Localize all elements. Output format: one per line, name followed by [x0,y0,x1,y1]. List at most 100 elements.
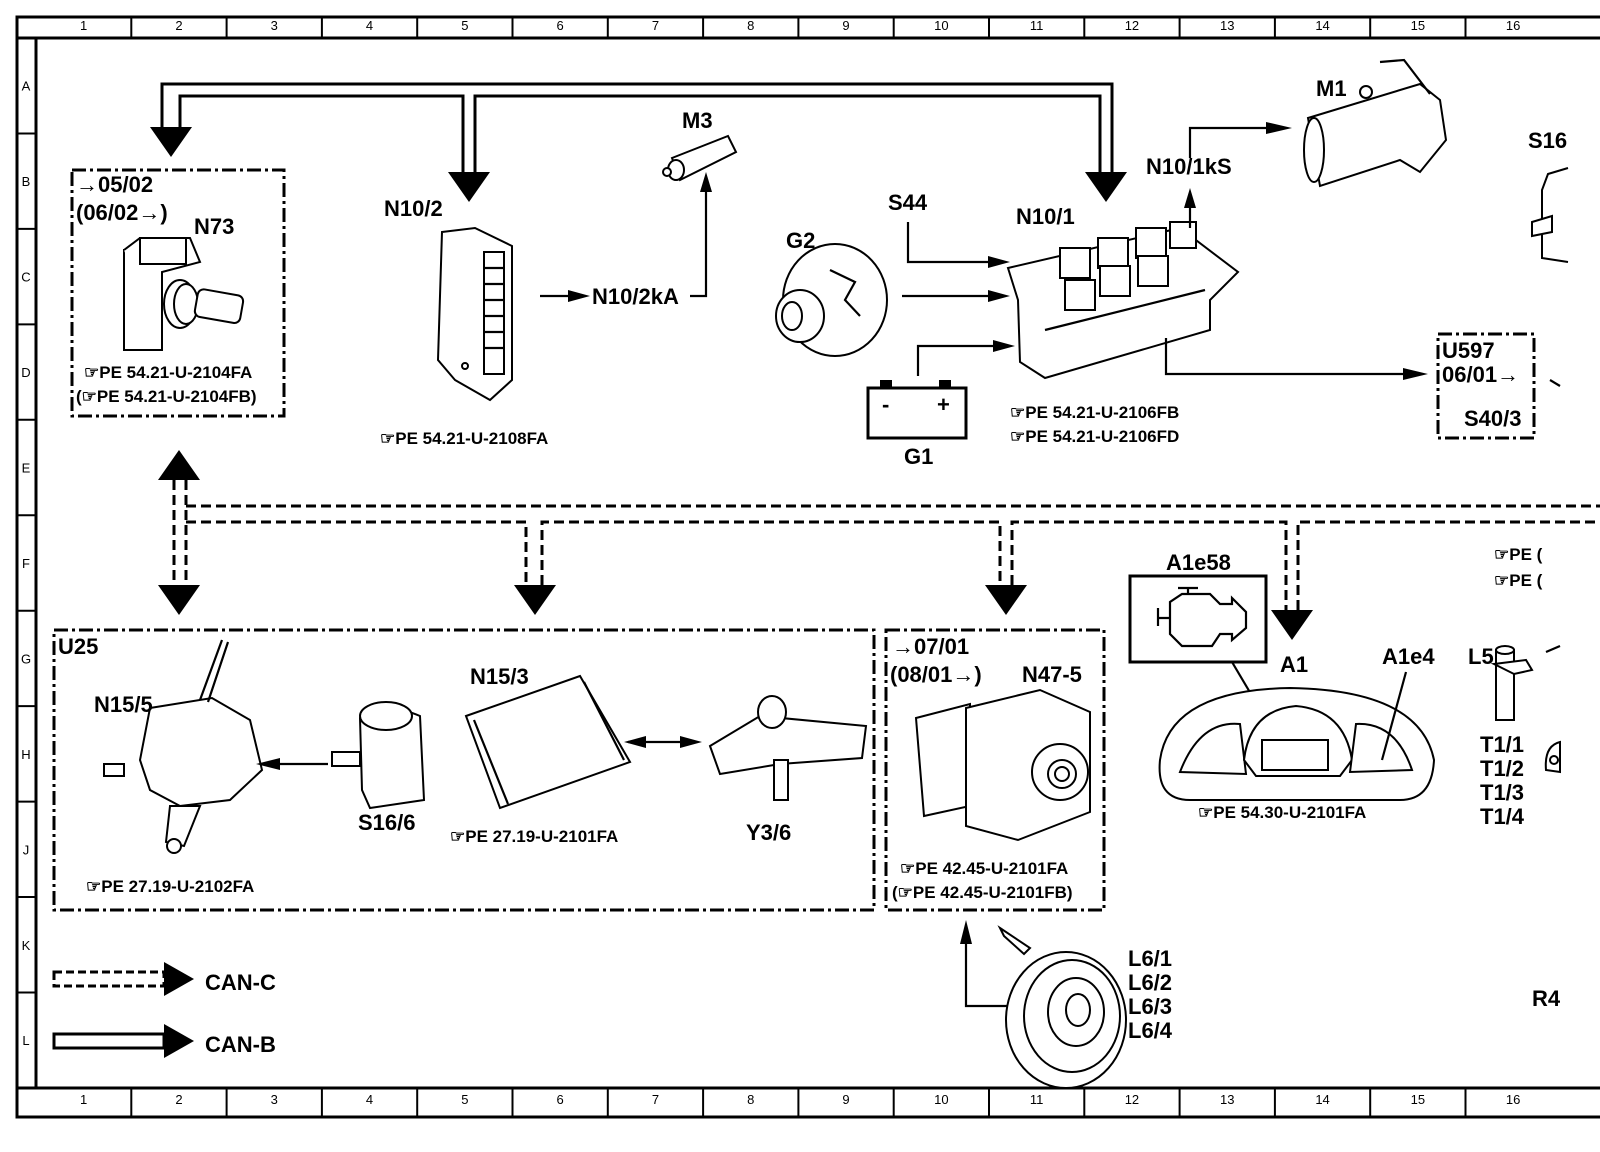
right-ref-2[interactable]: ☞PE ( [1494,571,1543,590]
column-label: 11 [1030,1092,1044,1107]
m3-label: M3 [682,108,713,133]
column-label: 3 [271,1092,278,1107]
n10-1-fuse-relay-box-icon [1006,221,1240,380]
arrow-down-n47-5-can [985,585,1027,615]
row-label: K [22,938,31,953]
n10-1ks-label: N10/1kS [1146,154,1232,179]
row-label: A [22,79,31,94]
s16-switch-icon [1531,167,1569,263]
column-label: 13 [1220,1092,1234,1107]
arrow-right-y3-6 [680,736,702,748]
g1-plus: + [937,392,950,417]
t1-2-label: T1/2 [1480,756,1524,781]
a1e4-label: A1e4 [1382,644,1435,669]
n73-date-from: →05/02 [76,172,153,197]
n15-3-control-unit-icon [464,674,632,810]
n15-5-selector-lever-icon [103,639,264,854]
column-label: 4 [366,1092,373,1107]
arrow-g1 [993,340,1015,352]
legend-can-b-arrow [164,1024,194,1058]
g1-wire [916,344,995,376]
n10-1-ref-2[interactable]: ☞PE 54.21-U-2106FD [1010,427,1179,446]
n10-1ks-to-m1-wire [1188,126,1268,158]
n10-2ka-label: N10/2kA [592,284,679,309]
column-label: 4 [366,18,373,33]
row-label: C [21,270,30,285]
n15-5-label: N15/5 [94,692,153,717]
s40-3-label: S40/3 [1464,406,1522,431]
s16-6-label: S16/6 [358,810,416,835]
t1-3-label: T1/3 [1480,780,1524,805]
column-label: 7 [652,18,659,33]
outer-frame [15,15,1600,1119]
column-label: 6 [557,18,564,33]
m1-starter-motor-icon [1303,58,1448,188]
s16-label: S16 [1528,128,1567,153]
row-label: G [21,651,31,666]
u25-code: U25 [58,634,98,659]
can-c-bus [158,450,1600,640]
legend [52,962,194,1058]
legend-can-b-line [52,1032,166,1050]
row-label: D [21,365,30,380]
n10-1-ref-1[interactable]: ☞PE 54.21-U-2106FB [1010,403,1179,422]
n47-5-ref-1[interactable]: ☞PE 42.45-U-2101FA [900,859,1068,878]
n15-5-ref[interactable]: ☞PE 27.19-U-2102FA [86,877,254,896]
y3-6-label: Y3/6 [746,820,791,845]
column-label: 13 [1220,18,1234,33]
arrow-up-n73-can [158,450,200,480]
column-label: 16 [1506,18,1520,33]
n47-5-variant-box [884,628,1106,912]
n10-2-label: N10/2 [384,196,443,221]
u597-leader-line [1549,379,1561,387]
y3-6-valve-body-icon [708,695,868,801]
n47-5-ref-2[interactable]: (☞PE 42.45-U-2101FB) [892,883,1073,902]
l6-2-label: L6/2 [1128,970,1172,995]
s16-6-switch-icon [331,701,426,810]
arrow-up-n47-5 [960,920,972,944]
column-label: 6 [557,1092,564,1107]
a1-ref[interactable]: ☞PE 54.30-U-2101FA [1198,803,1366,822]
n73-ref-2[interactable]: (☞PE 54.21-U-2104FB) [76,387,257,406]
n73-date-to: (06/02→) [76,200,168,225]
legend-can-b-label: CAN-B [205,1032,276,1057]
arrow-left-n15-3 [624,736,646,748]
u597-date: 06/01→ [1442,362,1519,387]
column-label: 1 [80,1092,87,1107]
legend-can-c-line [52,970,166,988]
column-label: 5 [461,18,468,33]
l6-4-label: L6/4 [1128,1018,1173,1043]
column-label: 12 [1125,18,1139,33]
n10-2-ref[interactable]: ☞PE 54.21-U-2108FA [380,429,548,448]
t1-4-label: T1/4 [1480,804,1525,829]
arrow-down-n73 [150,127,192,157]
n10-2-relay-module-icon [436,226,513,402]
l5-label: L5 [1468,644,1494,669]
arrow-down-n10-1 [1085,172,1127,202]
g1-minus: - [882,392,889,417]
column-label: 14 [1315,18,1329,33]
a1-instrument-cluster-icon [1158,686,1436,801]
row-label: F [22,556,30,571]
row-label: L [22,1033,29,1048]
n10-2ka-wire [540,190,708,298]
n15-3-label: N15/3 [470,664,529,689]
column-label: 16 [1506,1092,1520,1107]
arrow-u597 [1403,368,1428,380]
n73-ref-1[interactable]: ☞PE 54.21-U-2104FA [84,363,252,382]
can-b-bus [150,82,1127,202]
right-ref-1[interactable]: ☞PE ( [1494,545,1543,564]
n15-3-ref[interactable]: ☞PE 27.19-U-2101FA [450,827,618,846]
arrow-right-n10-2ka [568,290,590,302]
g1-label: G1 [904,444,933,469]
column-label: 2 [175,18,182,33]
n47-5-label: N47-5 [1022,662,1082,687]
column-label: 1 [80,18,87,33]
u25-transmission-box [52,628,876,912]
row-label: H [21,747,30,762]
l5-sensor-icon [1490,645,1534,721]
arrow-up-n10-1ks [1184,188,1196,208]
